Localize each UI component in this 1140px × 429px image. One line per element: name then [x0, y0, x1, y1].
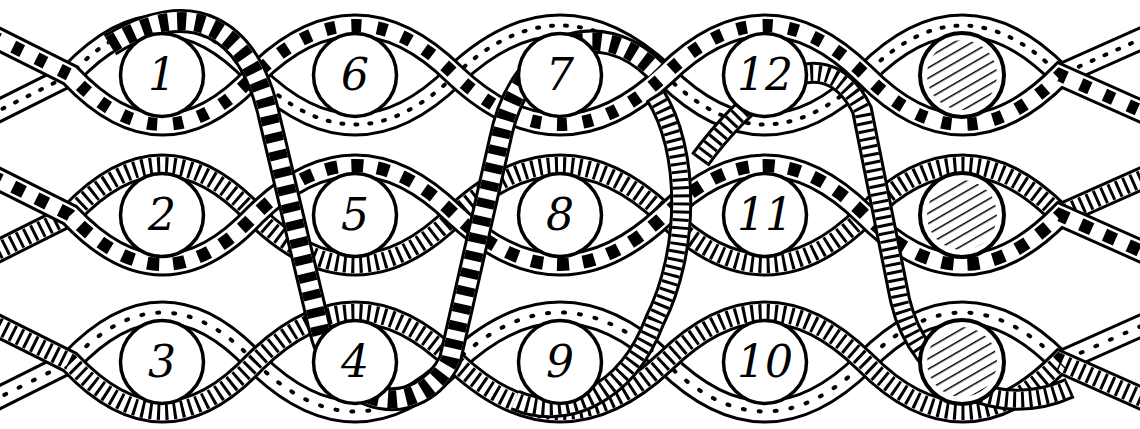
number-circle: 5	[311, 171, 399, 259]
hatched-circle	[920, 320, 1004, 404]
row-strands	[0, 26, 1140, 125]
callout-number: 5	[341, 193, 369, 237]
number-circle: 1	[118, 31, 206, 119]
hatched-circle	[920, 173, 1004, 257]
diagonal-strands	[110, 21, 1070, 407]
callout-number: 7	[546, 53, 574, 97]
callout-number: 9	[546, 340, 574, 384]
callout-number: 10	[737, 340, 793, 384]
number-circle: 11	[721, 171, 809, 259]
number-circle: 9	[516, 318, 604, 406]
callout-number: 3	[148, 340, 176, 384]
hatched-circle	[920, 33, 1004, 117]
number-circle: 4	[311, 318, 399, 406]
number-circle: 3	[118, 318, 206, 406]
callout-number: 1	[148, 53, 176, 97]
number-circle: 2	[118, 171, 206, 259]
callout-number: 2	[148, 193, 176, 237]
number-circle: 10	[721, 318, 809, 406]
row-strands	[0, 166, 1140, 265]
number-circle: 12	[721, 31, 809, 119]
row-strands	[0, 313, 1140, 412]
number-circle: 7	[516, 31, 604, 119]
callout-number: 6	[341, 53, 369, 97]
callout-number: 12	[737, 53, 793, 97]
callout-number: 11	[737, 193, 793, 237]
callout-number: 4	[341, 340, 369, 384]
number-circle: 6	[311, 31, 399, 119]
callout-number: 8	[546, 193, 574, 237]
number-circle: 8	[516, 171, 604, 259]
